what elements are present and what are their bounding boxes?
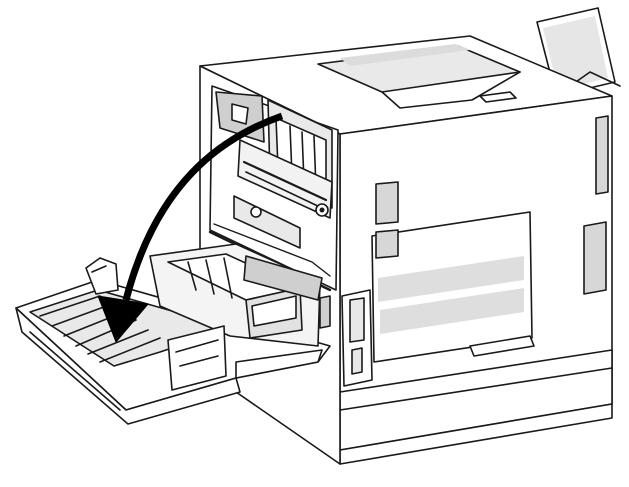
rear-door-open — [15, 243, 331, 425]
curved-arrow-open-door-icon — [97, 112, 284, 343]
